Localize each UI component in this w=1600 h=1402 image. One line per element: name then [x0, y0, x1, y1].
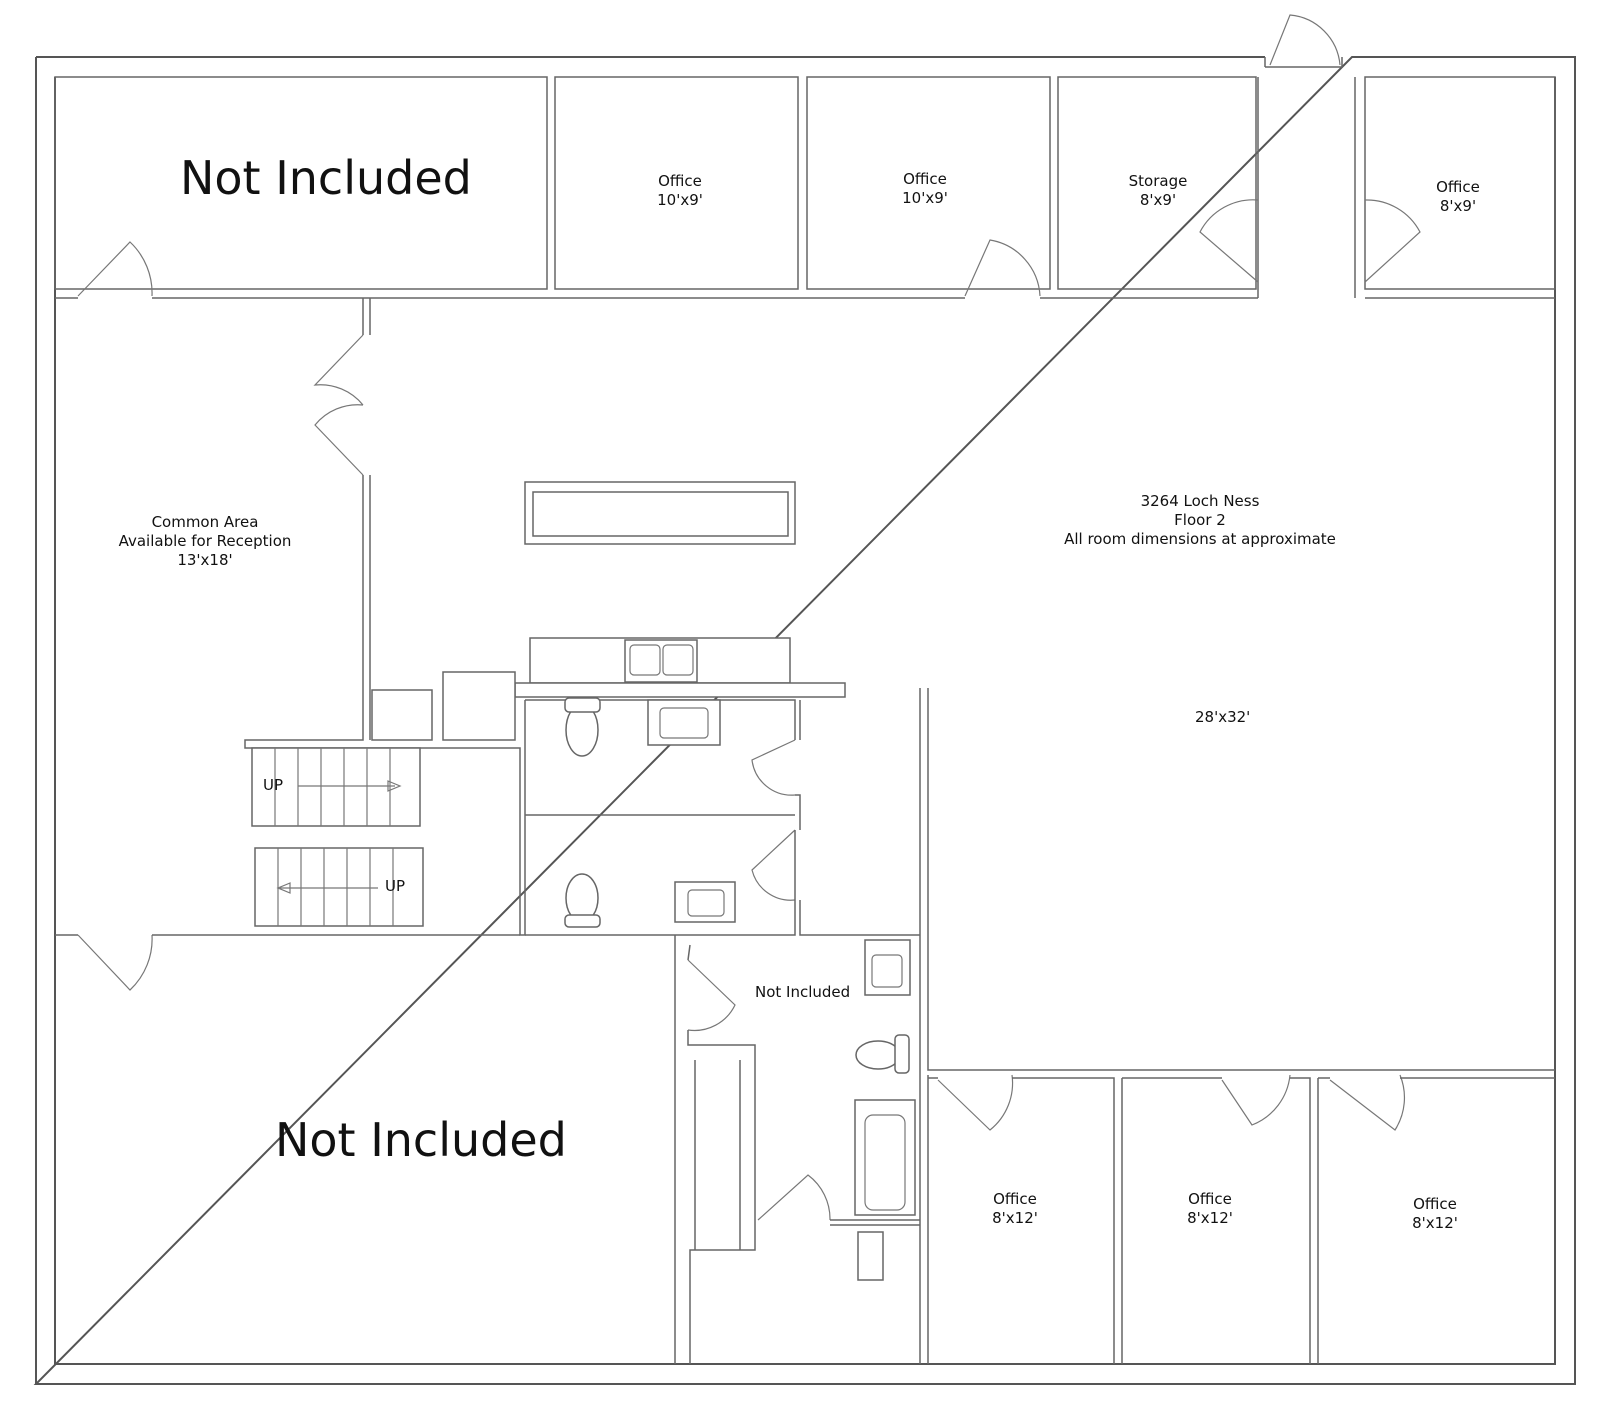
office-4-dims: 8'x12' — [992, 1208, 1038, 1227]
stairs-up-label-1: UP — [263, 776, 284, 794]
storage-name: Storage — [1128, 172, 1188, 190]
room-label-storage: Storage 8'x9' — [1118, 172, 1198, 210]
appliance — [371, 689, 433, 741]
office-1-dims: 10'x9' — [657, 190, 703, 209]
office-3-dims: 8'x9' — [1439, 196, 1477, 215]
vanity — [857, 1231, 884, 1281]
office-5-dims: 8'x12' — [1187, 1208, 1233, 1227]
room-label-office-4: Office 8'x12' — [975, 1190, 1055, 1228]
room-label-office-6: Office 8'x12' — [1395, 1195, 1475, 1233]
stairs — [251, 747, 424, 927]
room-label-common-area: Common Area Available for Reception 13'x… — [105, 513, 305, 569]
refrigerator — [442, 671, 516, 741]
common-area-dims: 13'x18' — [177, 550, 233, 569]
room-label-office-1: Office 10'x9' — [640, 172, 720, 210]
main-area-line1: 3264 Loch Ness — [1140, 492, 1260, 510]
office-2-dims: 10'x9' — [902, 188, 948, 207]
main-area-line2: Floor 2 — [1174, 510, 1226, 529]
office-6-name: Office — [1413, 1195, 1457, 1213]
double-sink-icon — [624, 639, 698, 683]
office-4-name: Office — [993, 1190, 1037, 1208]
office-5-name: Office — [1188, 1190, 1232, 1208]
office-6-dims: 8'x12' — [1412, 1213, 1458, 1232]
storage-dims: 8'x9' — [1139, 190, 1177, 209]
room-label-main-area: 3264 Loch Ness Floor 2 All room dimensio… — [1060, 492, 1340, 548]
doors — [77, 14, 1421, 1221]
room-label-office-2: Office 10'x9' — [885, 170, 965, 208]
sink-icon-2 — [674, 881, 736, 923]
exterior-walls — [33, 56, 1576, 1385]
bathtub-icon — [854, 1099, 916, 1216]
office-3-name: Office — [1436, 178, 1480, 196]
room-label-not-included-top: Not Included — [180, 151, 472, 205]
office-1-name: Office — [658, 172, 702, 190]
common-area-line1: Common Area — [151, 513, 259, 531]
room-label-office-5: Office 8'x12' — [1170, 1190, 1250, 1228]
stairs-up-label-2: UP — [385, 877, 406, 895]
main-area-dims: 28'x32' — [1195, 708, 1251, 726]
room-label-not-included-bottom: Not Included — [275, 1113, 567, 1167]
common-area-line2: Available for Reception — [118, 531, 292, 550]
room-label-office-3: Office 8'x9' — [1418, 178, 1498, 216]
top-rooms-walls — [54, 57, 1556, 299]
main-area-line3: All room dimensions at approximate — [1064, 529, 1336, 548]
room-label-not-included-bath: Not Included — [755, 983, 851, 1001]
interior-walls — [55, 298, 1555, 1364]
fixtures — [371, 481, 916, 1281]
toilet-icon-3 — [855, 1040, 901, 1070]
office-2-name: Office — [903, 170, 947, 188]
